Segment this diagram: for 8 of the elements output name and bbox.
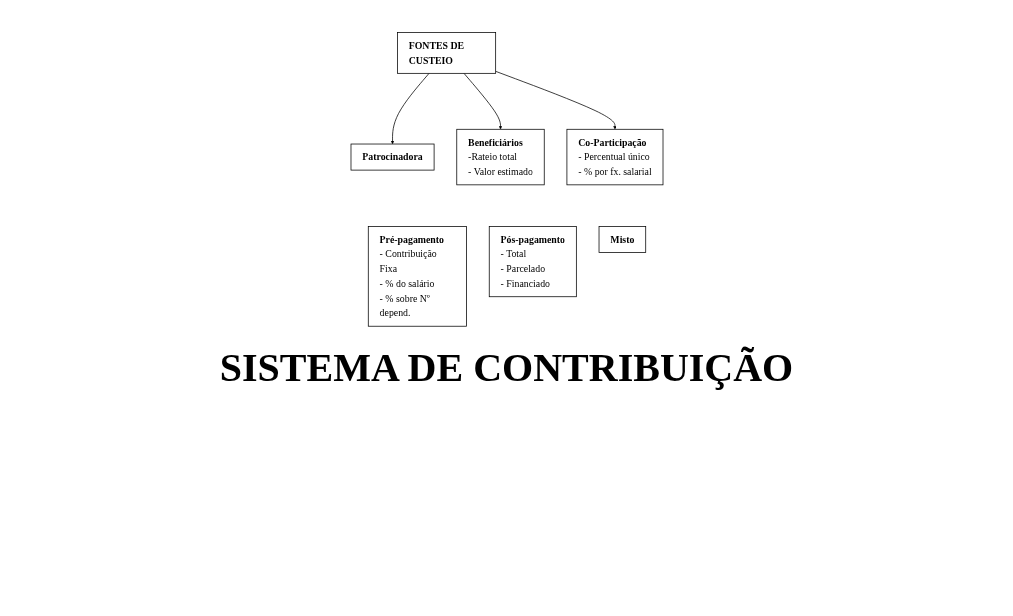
node-box: Co-Participação - Percentual único - % por fx. salarial [566,128,663,186]
node-box: Misto [598,226,646,253]
node-box: Patrocinadora [350,143,434,171]
node-box: Pré-pagamento - Contribuição Fixa - % do salário - % sobre Nº depend. [367,226,467,327]
node-box: FONTES DE CUSTEIO [396,32,496,74]
node-box: Beneficiários -Rateio total - Valor estimado [455,128,545,186]
node-box: Pós-pagamento - Total - Parcelado - Financiado [488,226,577,298]
section-heading: SISTEMA DE CONTRIBUIÇÃO [219,344,794,392]
